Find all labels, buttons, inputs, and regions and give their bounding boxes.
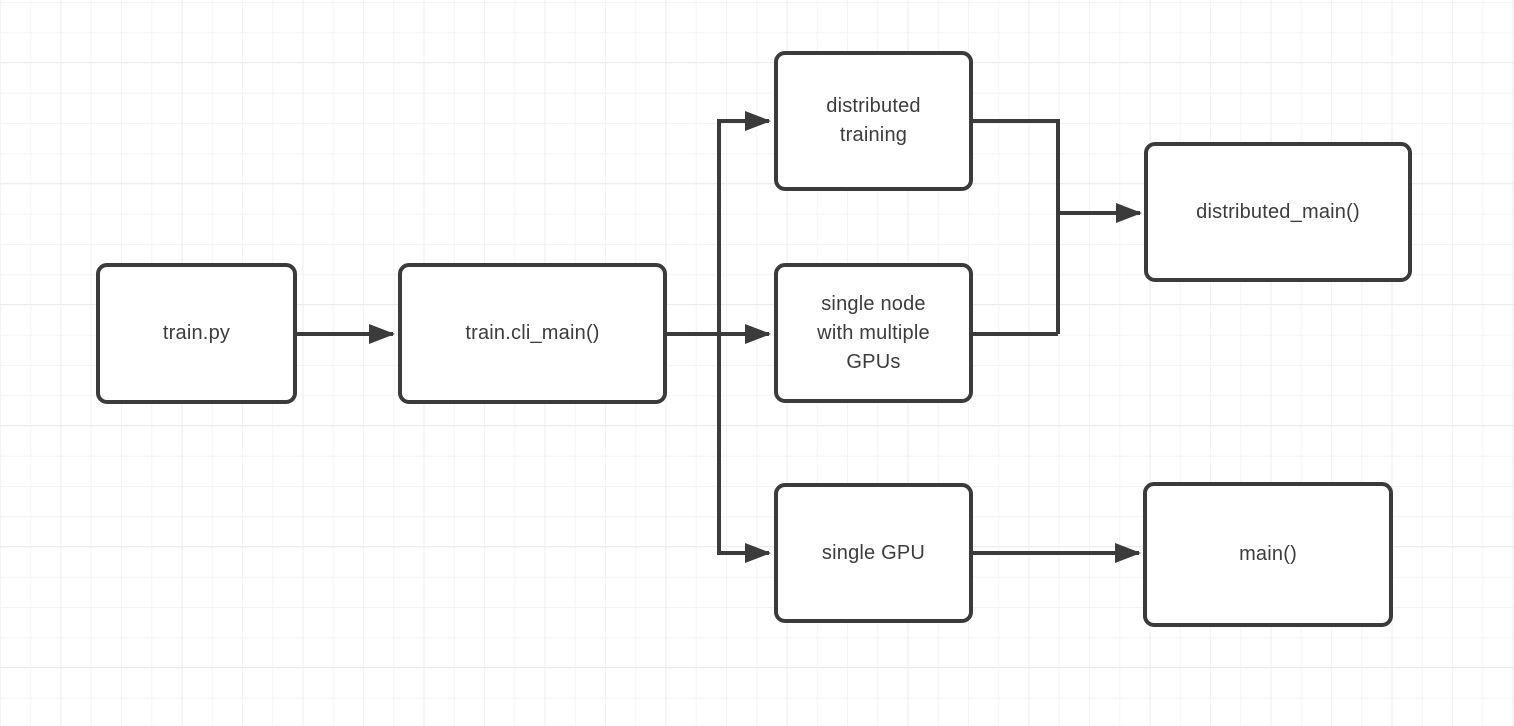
edge-distributed-to-merge: [973, 119, 1060, 334]
node-train-cli-main: train.cli_main(): [398, 263, 667, 404]
edge-climain-to-singlegpu: [717, 334, 771, 563]
node-train-py-label: train.py: [162, 322, 231, 344]
node-single-node-multi-gpu: single node with multiple GPUs: [774, 263, 973, 403]
node-train-py: train.py: [96, 263, 297, 404]
node-distributed-main: distributed_main(): [1144, 142, 1412, 282]
node-main: main(): [1143, 482, 1393, 627]
node-single-node-multi-gpu-label: single node with multiple GPUs: [817, 292, 930, 373]
node-main-label: main(): [1239, 543, 1297, 565]
edge-climain-to-distributed: [717, 111, 771, 334]
node-distributed-training: distributed training: [774, 51, 973, 191]
node-single-gpu: single GPU: [774, 483, 973, 623]
node-train-cli-main-label: train.cli_main(): [465, 322, 600, 344]
node-single-gpu-label: single GPU: [821, 541, 926, 564]
node-distributed-training-label: distributed training: [826, 95, 921, 146]
node-distributed-main-label: distributed_main(): [1196, 200, 1360, 223]
